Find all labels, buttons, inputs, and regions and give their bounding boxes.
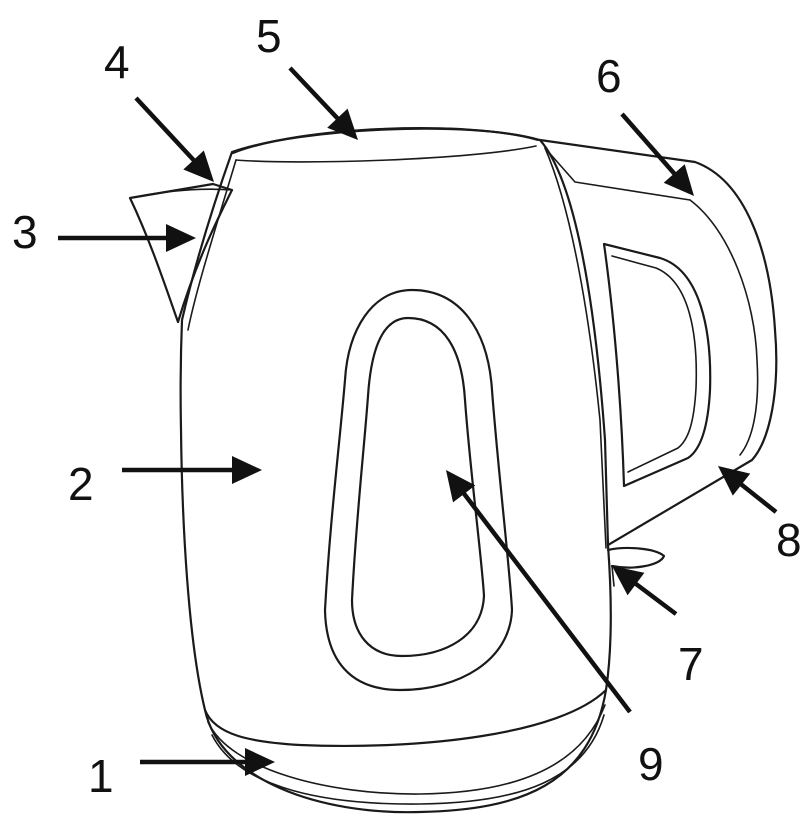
callout-arrowhead-7 [612, 566, 644, 595]
kettle-switch [608, 548, 664, 568]
callout-arrows [58, 68, 776, 776]
body-edge-line [188, 160, 236, 330]
callout-label-7: 7 [678, 638, 704, 690]
kettle-lid-rim [236, 146, 536, 162]
kettle-spout [130, 184, 232, 322]
callout-arrow-line-7 [634, 583, 676, 614]
callout-label-5: 5 [256, 10, 282, 62]
kettle-lid [233, 128, 538, 153]
callout-arrow-line-4 [136, 98, 195, 161]
base-line-2 [212, 715, 604, 804]
kettle-body [181, 129, 611, 746]
callout-arrowhead-2 [232, 456, 262, 484]
base-line-1 [208, 705, 605, 794]
callout-label-6: 6 [596, 50, 622, 102]
callout-label-4: 4 [104, 36, 130, 88]
handle-opening [604, 244, 710, 486]
callout-label-8: 8 [776, 514, 802, 566]
callout-arrowhead-8 [718, 466, 750, 496]
callout-label-9: 9 [638, 738, 664, 790]
callout-arrowhead-1 [245, 748, 275, 776]
handle-opening-inner [612, 256, 696, 472]
callout-arrow-line-5 [290, 68, 339, 120]
callout-label-1: 1 [88, 750, 114, 802]
callout-label-2: 2 [68, 458, 94, 510]
callout-arrow-line-8 [740, 483, 776, 512]
callout-label-3: 3 [12, 206, 38, 258]
callout-arrowhead-3 [166, 224, 196, 252]
handle-outer-line [690, 200, 758, 455]
callout-arrow-line-6 [622, 114, 676, 175]
water-window-outer [325, 290, 512, 690]
